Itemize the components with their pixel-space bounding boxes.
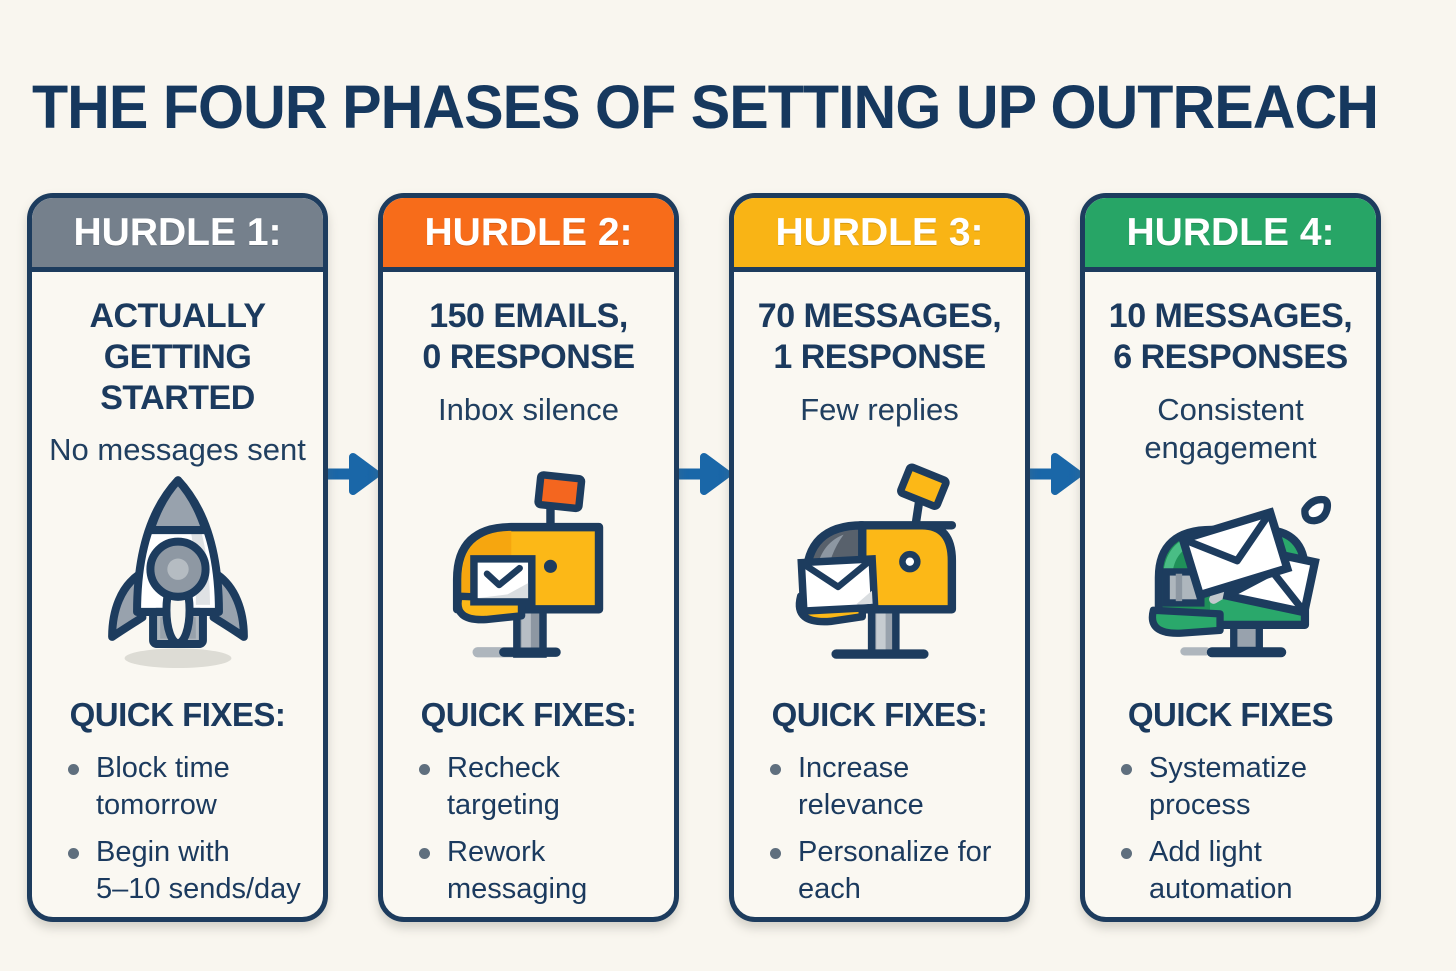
fix-item: Rework messaging [411,834,660,908]
hurdle-3-fixes: QUICK FIXES: Increase relevance Personal… [748,696,1011,917]
hurdle-4-header-label: HURDLE 4: [1126,210,1335,254]
fix-item: Block time tomorrow [60,750,309,824]
arrow-right-icon [672,451,731,497]
fix-item: Personalize for each [762,834,1011,908]
fix-item: Recheck targeting [411,750,660,824]
mailbox-envelope-icon [734,450,1025,692]
hurdle-2-fixes: QUICK FIXES: Recheck targeting Rework me… [397,696,660,917]
hurdle-3-header-label: HURDLE 3: [775,210,984,254]
hurdle-1-subtitle: No messages sent [49,432,306,468]
fix-item: Add light automation [1113,834,1362,908]
hurdle-3-card: HURDLE 3: 70 MESSAGES, 1 RESPONSE Few re… [729,193,1030,922]
hurdle-1-card: HURDLE 1: ACTUALLY GETTING STARTED No me… [27,193,328,922]
hurdle-1-fixes: QUICK FIXES: Block time tomorrow Begin w… [46,696,309,917]
hurdle-4-title: 10 MESSAGES, 6 RESPONSES [1108,297,1353,376]
hurdle-2-title: 150 EMAILS, 0 RESPONSE [422,297,635,376]
hurdle-4-fixes-list: Systematize process Add light automation [1099,750,1362,908]
hurdle-2-fixes-list: Recheck targeting Rework messaging [397,750,660,908]
hurdle-1-fixes-heading: QUICK FIXES: [69,696,286,733]
hurdle-4-subtitle: Consistent engagement [1144,391,1317,466]
hurdle-1-header-label: HURDLE 1: [73,210,282,254]
hurdle-2-fixes-heading: QUICK FIXES: [420,696,637,733]
hurdle-3-subtitle: Few replies [800,391,959,427]
hurdle-3-header: HURDLE 3: [734,198,1025,272]
hurdle-3-fixes-heading: QUICK FIXES: [771,696,988,733]
mailbox-closed-icon [383,450,674,692]
hurdle-2-header-label: HURDLE 2: [424,210,633,254]
hurdle-3-fixes-list: Increase relevance Personalize for each [748,750,1011,908]
hurdle-4-card: HURDLE 4: 10 MESSAGES, 6 RESPONSES Consi… [1080,193,1381,922]
arrow-right-icon [321,451,380,497]
hurdle-2-card: HURDLE 2: 150 EMAILS, 0 RESPONSE Inbox s… [378,193,679,922]
hurdle-4-fixes-heading: QUICK FIXES [1127,696,1334,733]
hurdle-2-header: HURDLE 2: [383,198,674,272]
fix-item: Increase relevance [762,750,1011,824]
hurdle-4-fixes: QUICK FIXES Systematize process Add ligh… [1099,696,1362,917]
mailbox-envelopes-out-icon [1085,450,1376,692]
hurdle-1-fixes-list: Block time tomorrow Begin with 5–10 send… [46,750,309,908]
fix-item: Systematize process [1113,750,1362,824]
hurdle-1-title: ACTUALLY GETTING STARTED [89,297,266,417]
hurdle-3-title: 70 MESSAGES, 1 RESPONSE [757,297,1002,376]
hurdle-2-subtitle: Inbox silence [438,391,619,427]
fix-item: Begin with 5–10 sends/day [60,834,309,908]
page-title: THE FOUR PHASES OF SETTING UP OUTREACH [31,73,1379,141]
hurdle-4-header: HURDLE 4: [1085,198,1376,272]
phases-row: HURDLE 1: ACTUALLY GETTING STARTED No me… [27,193,1381,922]
hurdle-1-header: HURDLE 1: [32,198,323,272]
rocket-icon [32,450,323,692]
arrow-right-icon [1023,451,1082,497]
